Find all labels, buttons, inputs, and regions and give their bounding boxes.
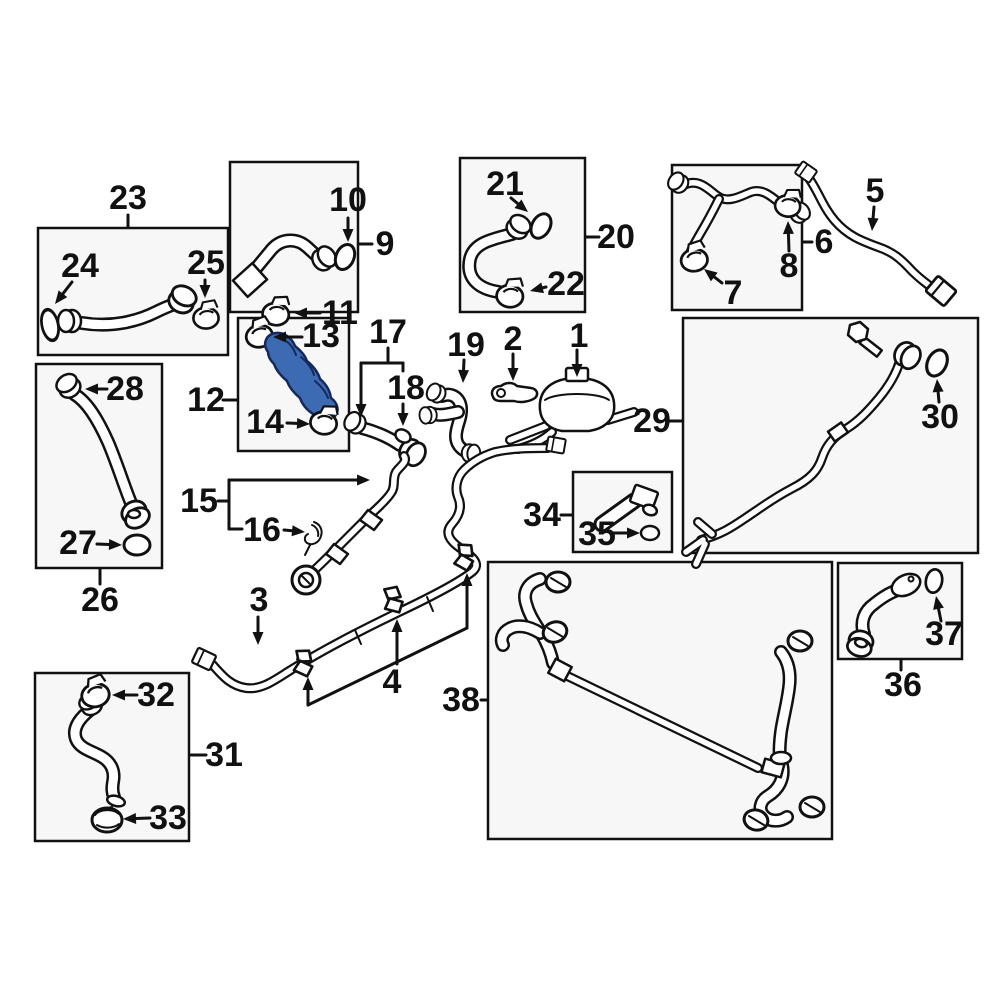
callout-2[interactable]: 2 <box>504 320 523 358</box>
hose-38-drawing <box>494 570 826 832</box>
callout-37[interactable]: 37 <box>925 615 963 653</box>
callout-5[interactable]: 5 <box>866 172 885 210</box>
hose-23-drawing <box>37 280 220 344</box>
part-box-23 <box>36 226 230 357</box>
oring-27 <box>122 533 152 557</box>
callout-26[interactable]: 26 <box>81 581 119 619</box>
callout-13[interactable]: 13 <box>302 317 340 355</box>
pipe-3-right-connector <box>545 435 567 455</box>
hose-17-drawing <box>340 408 431 471</box>
hose-6-drawing <box>663 168 815 275</box>
callout-12[interactable]: 12 <box>187 381 225 419</box>
callout-3[interactable]: 3 <box>250 581 269 619</box>
clamp-33 <box>90 806 124 834</box>
callout-31[interactable]: 31 <box>205 736 243 774</box>
bolt-29 <box>846 320 884 358</box>
sensor-34-drawing <box>593 483 661 542</box>
callout-11[interactable]: 11 <box>322 294 358 332</box>
callout-1[interactable]: 1 <box>570 317 589 355</box>
clamp-18 <box>394 428 412 444</box>
callout-4[interactable]: 4 <box>383 663 402 701</box>
callout-20[interactable]: 20 <box>597 218 635 256</box>
clip-16-drawing <box>303 521 323 556</box>
callout-17[interactable]: 17 <box>369 313 407 351</box>
callout-33[interactable]: 33 <box>149 799 187 837</box>
callout-22[interactable]: 22 <box>547 265 585 303</box>
hose-38-clamps <box>541 570 826 832</box>
group-boxes <box>33 156 980 843</box>
hose-20-drawing <box>462 208 557 310</box>
callout-38[interactable]: 38 <box>442 681 480 719</box>
hose-19-drawing <box>417 380 482 464</box>
callout-28[interactable]: 28 <box>106 370 144 408</box>
callout-29[interactable]: 29 <box>633 402 671 440</box>
callout-35[interactable]: 35 <box>578 515 616 553</box>
callout-36[interactable]: 36 <box>884 666 922 704</box>
pipe-29-drawing <box>681 320 953 569</box>
callout-16[interactable]: 16 <box>243 511 281 549</box>
callout-32[interactable]: 32 <box>137 676 175 714</box>
pipe-15-drawing <box>290 451 410 596</box>
pipe-15-tab-1 <box>358 508 384 532</box>
hose-23-left-cap <box>56 308 83 334</box>
callout-19[interactable]: 19 <box>447 326 485 364</box>
valve-1-drawing <box>505 366 639 454</box>
callout-10[interactable]: 10 <box>329 181 367 219</box>
callout-14[interactable]: 14 <box>246 403 284 441</box>
pipe-36-drawing <box>843 566 946 661</box>
hose-9-stub <box>231 261 269 299</box>
callout-30[interactable]: 30 <box>921 398 959 436</box>
oring-35 <box>639 524 661 542</box>
hose-19-cap-left <box>417 405 439 426</box>
callout-9[interactable]: 9 <box>376 225 395 263</box>
callout-23[interactable]: 23 <box>109 179 147 217</box>
hose-26-drawing <box>51 368 155 557</box>
hose-31-opening <box>105 794 127 808</box>
callout-27[interactable]: 27 <box>59 524 97 562</box>
hose-26-opening <box>126 508 142 520</box>
callout-leaders <box>55 196 944 825</box>
callout-7[interactable]: 7 <box>724 274 743 312</box>
pipe-5-drawing <box>793 160 959 308</box>
hose-31-drawing <box>68 671 127 834</box>
sensor-34-elbow <box>628 483 660 511</box>
callout-8[interactable]: 8 <box>780 247 799 285</box>
callout-15[interactable]: 15 <box>180 482 218 520</box>
callout-6[interactable]: 6 <box>815 223 834 261</box>
callout-24[interactable]: 24 <box>61 247 99 285</box>
callout-18[interactable]: 18 <box>387 369 425 407</box>
callout-25[interactable]: 25 <box>187 244 225 282</box>
callout-21[interactable]: 21 <box>486 165 524 203</box>
hose-12-highlighted[interactable] <box>264 331 339 422</box>
callout-34[interactable]: 34 <box>523 496 561 534</box>
part-2-drawing <box>490 381 539 404</box>
pipe-29-tab <box>826 421 850 443</box>
pipe-15-tab-2 <box>324 542 350 566</box>
hose-9-drawing <box>231 233 360 329</box>
clip-4-middle <box>381 584 406 614</box>
